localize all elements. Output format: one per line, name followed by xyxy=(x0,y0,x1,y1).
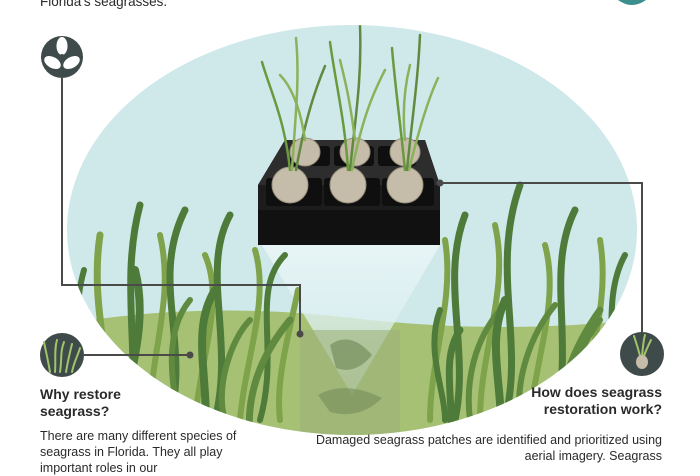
propeller-icon xyxy=(41,36,83,78)
corner-badge xyxy=(618,0,646,5)
seagrass-icon xyxy=(40,333,84,377)
how-restoration-body: Damaged seagrass patches are identified … xyxy=(315,433,662,463)
why-restore-title: Why restore seagrass? xyxy=(40,386,121,419)
why-restore-body: There are many different species of seag… xyxy=(40,429,237,475)
top-caption: Florida's seagrasses. xyxy=(40,0,168,9)
seagrass-bulb-icon xyxy=(620,332,664,376)
seagrass-bulbs xyxy=(271,137,424,204)
leader-lines xyxy=(61,78,643,356)
how-restoration-title: How does seagrass restoration work? xyxy=(531,384,662,417)
